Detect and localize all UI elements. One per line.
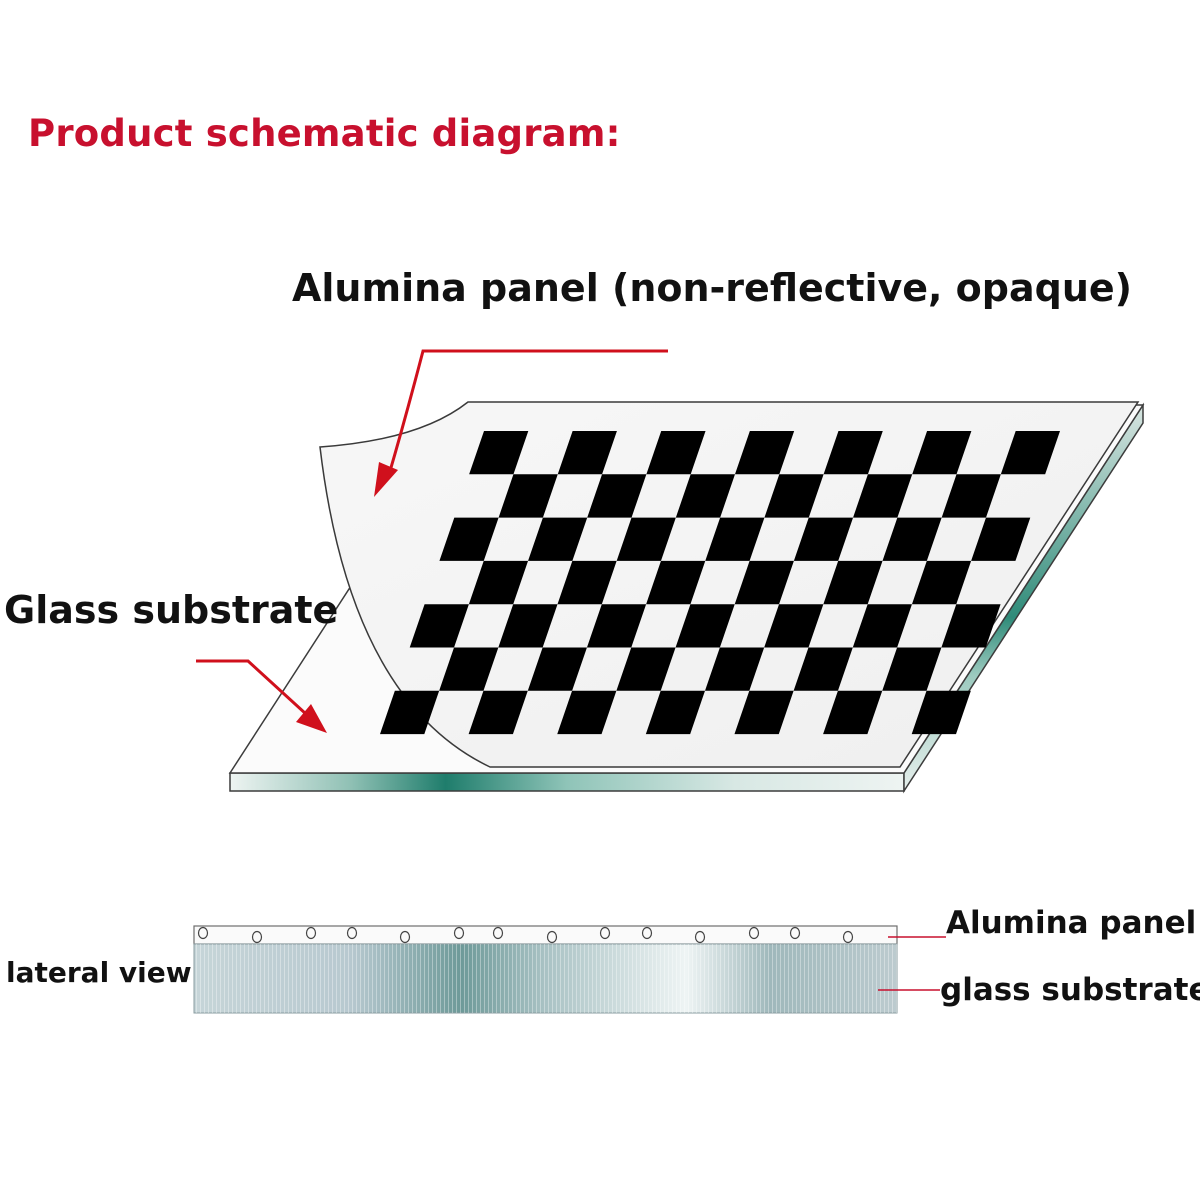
label-alumina-panel: Alumina panel (non-reflective, opaque) [292,266,1133,310]
checker-square [911,560,972,605]
particle-mark [399,930,411,944]
particle-mark [251,930,263,944]
particle-mark [197,926,209,940]
checker-square [439,647,499,691]
particle-mark [346,926,358,940]
label-glass-substrate: Glass substrate [4,588,339,632]
checker-square [498,604,558,648]
particle-mark [305,926,317,940]
checker-square [528,517,588,561]
checker-square [616,647,676,691]
particle-mark [748,926,760,940]
checker-square [882,517,942,561]
checker-square [616,517,676,561]
arrow-glass-substrate [196,659,327,733]
checker-square [705,517,765,561]
checker-square [941,474,1001,518]
checker-square [734,690,794,735]
particle-mark [641,926,653,940]
checker-square [734,431,795,475]
checker-square [912,431,972,475]
checker-square [645,690,706,735]
checker-square [675,604,735,648]
label-alumina-panel-side: Alumina panel [946,905,1197,941]
checker-square [380,690,440,735]
lateral-view-diagram [193,925,946,1014]
particle-mark [492,926,504,940]
checker-square [498,474,558,518]
checker-square [646,431,706,475]
label-glass-substrate-side: glass substrate [940,972,1200,1008]
checker-square [409,604,469,648]
checker-square [557,560,617,605]
checker-square [764,474,824,518]
checker-square [882,647,942,691]
checker-square [1000,431,1060,475]
particle-mark [694,930,706,944]
checker-square [852,604,912,648]
checker-square [468,690,528,735]
checker-square [439,517,499,561]
checker-square [646,560,706,605]
checker-square [527,647,587,691]
particle-mark [842,930,854,944]
alumina-particles [197,926,854,944]
checker-square [469,431,529,475]
particle-mark [546,930,558,944]
diagram-title: Product schematic diagram: [28,112,621,155]
checker-square [705,647,765,691]
checker-square [823,431,883,475]
checker-square [675,474,735,518]
checker-square [853,474,913,518]
particle-mark [599,926,611,940]
checker-square [468,560,529,605]
checker-square [734,560,794,605]
checker-square [823,690,883,735]
checker-square [557,431,617,475]
checker-square [941,604,1001,648]
checker-square [911,690,971,735]
checkerboard-pattern [380,431,1060,735]
checker-square [764,604,824,648]
checker-square [823,560,883,605]
checker-square [793,647,853,691]
label-lateral-view: lateral view [6,956,192,989]
particle-mark [789,926,801,940]
particle-mark [453,926,465,940]
checker-square [557,690,617,735]
checker-square [587,474,647,518]
checker-square [586,604,647,648]
arrow-alumina-panel [374,349,668,497]
checker-square [793,517,854,561]
checker-square [971,517,1031,561]
